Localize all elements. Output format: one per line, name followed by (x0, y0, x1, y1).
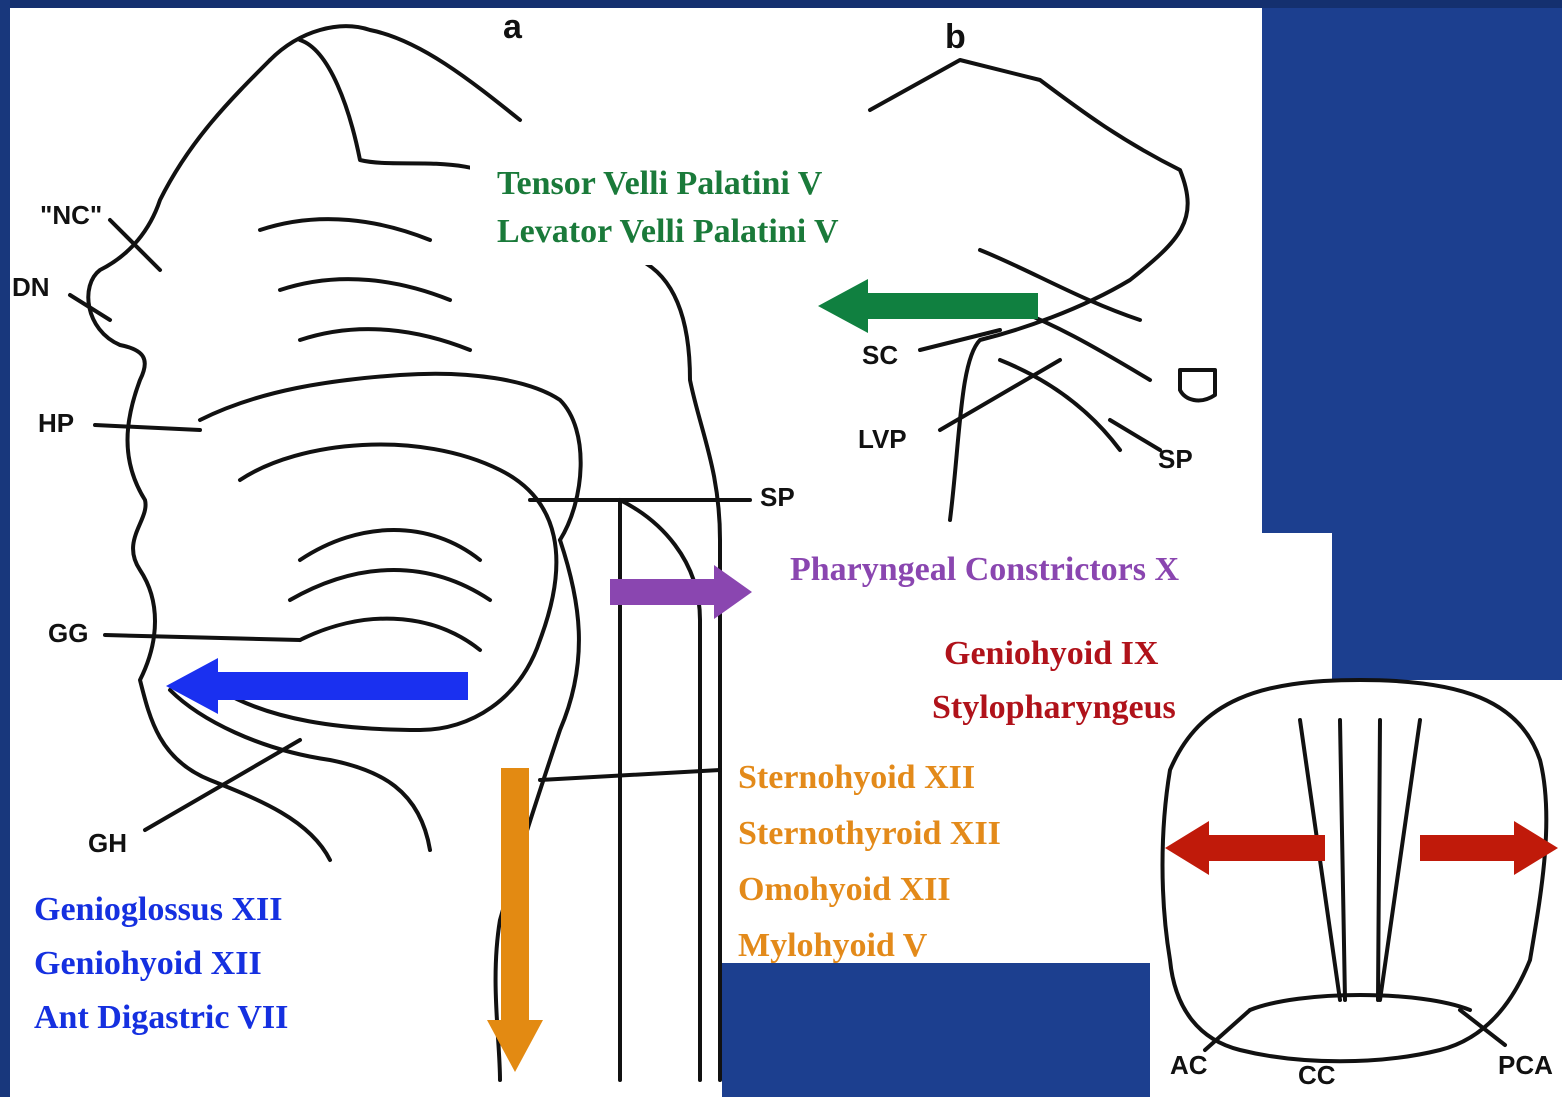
label-ac: AC (1170, 1050, 1208, 1081)
skull-outline (270, 26, 520, 120)
label-cc: CC (1298, 1060, 1336, 1091)
label-gh: GH (88, 828, 127, 859)
palate-line-1: Tensor Velli Palatini V (497, 162, 822, 206)
tongue-line-3: Ant Digastric VII (34, 996, 288, 1040)
palate-outline (200, 374, 581, 540)
label-dn: DN (12, 272, 50, 303)
pointer-strap (540, 770, 720, 780)
panel-b-outline (870, 60, 1188, 520)
blue-arrow-tongue (166, 658, 468, 714)
label-sp-a: SP (760, 482, 795, 513)
tongue-line-1: Genioglossus XII (34, 888, 282, 932)
pointer-nc (110, 220, 160, 270)
strap-line-4: Mylohyoid V (738, 924, 927, 968)
label-sc: SC (862, 340, 898, 371)
pointer-lvp (940, 360, 1060, 430)
label-sp-b: SP (1158, 444, 1193, 475)
tongue-line-2: Geniohyoid XII (34, 942, 262, 986)
strap-line-2: Sternothyroid XII (738, 812, 1001, 856)
palate-line-2: Levator Velli Palatini V (497, 210, 839, 254)
panel-a-letter: a (503, 8, 522, 47)
larynx-outline (1163, 680, 1547, 1061)
label-hp: HP (38, 408, 74, 439)
label-nc: "NC" (40, 200, 102, 231)
face-profile-line (88, 60, 330, 860)
panel-b-tip-shape (1180, 370, 1215, 400)
purple-arrow-pharynx (610, 565, 752, 619)
geniohyoid-line-2: Stylopharyngeus (932, 686, 1176, 730)
geniohyoid-line-1: Geniohyoid IX (944, 632, 1158, 676)
pointer-hp (95, 425, 200, 430)
strap-line-1: Sternohyoid XII (738, 756, 975, 800)
label-pca: PCA (1498, 1050, 1553, 1081)
green-arrow-palate (818, 279, 1038, 333)
label-lvp: LVP (858, 424, 907, 455)
strap-line-3: Omohyoid XII (738, 868, 951, 912)
pointer-gh (145, 740, 300, 830)
cricoid-arc (1250, 995, 1470, 1010)
panel-b-muscle-fibers (980, 250, 1150, 450)
tongue-fibers (290, 530, 490, 650)
pharynx-line-1: Pharyngeal Constrictors X (790, 548, 1179, 592)
label-gg: GG (48, 618, 88, 649)
pointer-gg (105, 635, 300, 640)
red-arrow-left (1165, 821, 1325, 875)
panel-b-letter: b (945, 18, 966, 57)
concha-lines (260, 219, 470, 350)
red-arrow-right (1420, 821, 1558, 875)
